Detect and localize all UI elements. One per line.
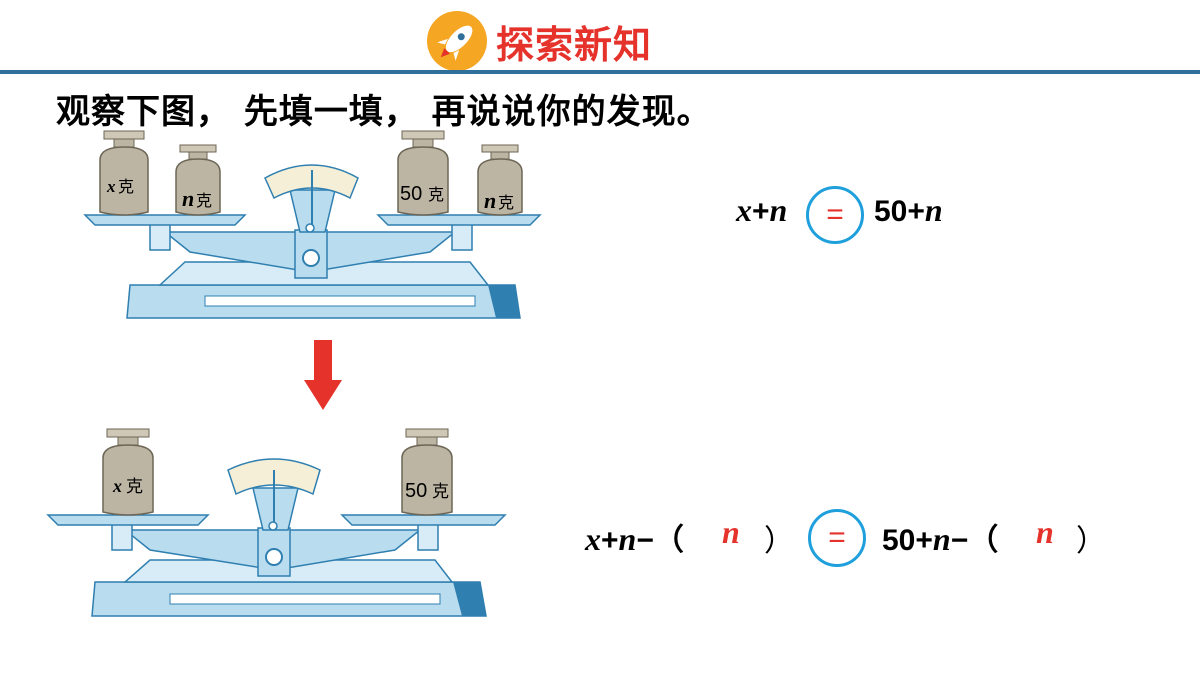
weight-label: x bbox=[112, 476, 122, 496]
weight-x bbox=[99, 130, 149, 216]
rocket-icon bbox=[427, 11, 487, 71]
weight-label: n bbox=[484, 188, 496, 213]
header: 探索新知 bbox=[0, 0, 1200, 80]
number-50: 50+ bbox=[874, 195, 925, 228]
bottom-balance-scale: x 克 50 克 bbox=[46, 428, 507, 617]
weight-label: 克 bbox=[126, 477, 143, 497]
relation-circle-2[interactable]: = bbox=[808, 509, 866, 567]
equation-2-left: x+n−（ bbox=[585, 515, 684, 559]
down-arrow-icon bbox=[304, 340, 342, 410]
header-divider bbox=[0, 70, 1200, 74]
minus-paren: −（ bbox=[636, 524, 684, 557]
var-n: n bbox=[769, 192, 788, 228]
weight-label: 克 bbox=[498, 193, 514, 212]
answer-blank-right[interactable]: n bbox=[1036, 514, 1054, 550]
weight-label: 50 bbox=[400, 183, 422, 205]
plus-sign: + bbox=[752, 195, 770, 228]
weight-label: 克 bbox=[428, 185, 444, 204]
weight-label: 克 bbox=[196, 191, 212, 210]
var-n: n bbox=[924, 192, 943, 228]
relation-circle-1[interactable]: = bbox=[806, 186, 864, 244]
plus-sign: + bbox=[601, 524, 619, 557]
weight-n-left bbox=[175, 144, 221, 216]
minus-paren: −（ bbox=[950, 524, 999, 557]
weight-label: 50 bbox=[405, 480, 427, 502]
var-x: x bbox=[585, 521, 601, 557]
close-paren: ） bbox=[1076, 525, 1106, 558]
answer-blank-left[interactable]: n bbox=[722, 514, 740, 550]
var-n: n bbox=[932, 521, 951, 557]
weight-n-right bbox=[477, 144, 523, 216]
equation-2-right: 50+n−（ bbox=[882, 515, 998, 559]
close-paren: ） bbox=[764, 525, 794, 558]
var-x: x bbox=[736, 192, 752, 228]
weight-x bbox=[102, 428, 154, 516]
weight-label: 克 bbox=[432, 482, 449, 502]
page-title: 探索新知 bbox=[496, 23, 653, 67]
var-n: n bbox=[618, 521, 637, 557]
weight-50 bbox=[397, 130, 449, 216]
weight-label: x bbox=[106, 177, 116, 196]
top-balance-scale: x 克 n 克 50 克 n 克 bbox=[83, 130, 542, 319]
weight-label: n bbox=[182, 186, 194, 211]
number-50: 50+ bbox=[882, 524, 933, 557]
weight-50 bbox=[401, 428, 453, 516]
instruction-text: 观察下图， 先填一填， 再说说你的发现。 bbox=[56, 92, 712, 132]
equation-1: x+n bbox=[736, 192, 787, 229]
weight-label: 克 bbox=[118, 177, 134, 196]
equation-1-right: 50+n bbox=[874, 192, 943, 229]
